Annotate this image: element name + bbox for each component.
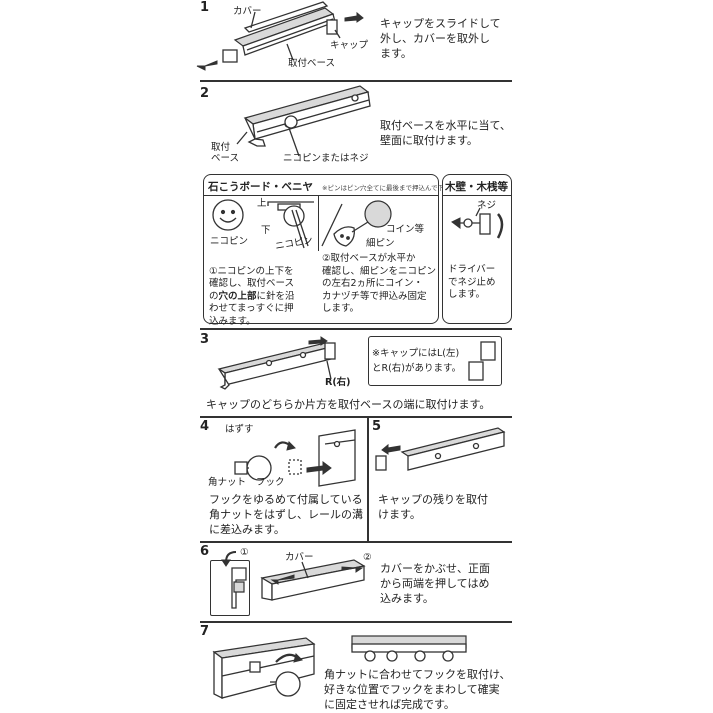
screw-illustration [451,207,504,239]
gypsum-nikopin-label: ニコピン [210,236,249,247]
thin-pin-coin-illustration [321,200,392,247]
step-1-instruction: キャップをスライドして 外し、カバーを取外し ます。 [380,17,501,60]
nikopin-smiley-icon [212,199,244,231]
step-4-remove-label: はずす [225,424,254,435]
step-1-cap-label: キャップ [330,40,369,51]
divider-5 [200,621,512,623]
step-5-number: 5 [372,419,382,434]
step-3-illustration [217,336,336,390]
step-3-note-line-1: ※キャップにはL(左) [372,348,460,359]
step-3-note-line-2: とR(右)があります。 [372,363,462,374]
step-6-cover-label: カバー [285,552,314,563]
step-6-number: 6 [200,544,210,559]
wood-panel-text: ドライバー でネジ止め します。 [448,264,496,300]
step-2-illustration [236,85,371,157]
step-2-number: 2 [200,86,210,101]
gypsum-panel-center-divider [318,195,319,251]
gypsum-step1-text-pre: ①ニコピンの上下を 確認し、取付ベース の [209,265,295,302]
step-4-illustration [234,429,356,487]
step-1-base-label: 取付ベース [288,58,336,69]
step-6-marker-2: ② [363,552,372,563]
step-6-instruction: カバーをかぶせ、正面 から両端を押してはめ 込みます。 [380,562,490,605]
step-1-cover-label: カバー [233,6,262,17]
step-3-instruction: キャップのどちらか片方を取付ベースの端に取付けます。 [206,398,491,411]
step-2-instruction: 取付ベースを水平に当て、 壁面に取付けます。 [380,119,511,147]
step-6-marker-1: ① [240,547,249,558]
gypsum-thin-pin-label: 細ピン [366,238,395,249]
step-4-instruction: フックをゆるめて付属している 角ナットをはずし、レールの溝 に差込みます。 [209,493,363,536]
gypsum-up-label: 上 [257,198,267,209]
step-2-base-label: 取付 ベース [211,142,240,164]
wood-panel-title: 木壁・木桟等 [445,181,508,193]
step-1-illustration [196,1,364,71]
step-4-nut-label: 角ナット [208,477,247,488]
step-5-illustration [375,427,506,471]
gypsum-board-panel [203,174,439,324]
step-3-right-cap-label: R(右) [325,377,351,388]
gypsum-down-label: 下 [261,225,271,236]
gypsum-step1-text: ①ニコピンの上下を 確認し、取付ベース の穴の上部に針を沿 わせてまっすぐに押 … [209,253,295,328]
divider-1 [200,80,512,82]
step-5-instruction: キャップの残りを取付 けます。 [378,493,488,521]
nikopin-side-illustration [267,201,314,249]
step-1-number: 1 [200,0,210,15]
step-4-5-divider [367,418,369,542]
wood-wall-panel [442,174,512,324]
gypsum-panel-title: 石こうボード・ベニヤ [208,181,313,193]
gypsum-coin-label: コイン等 [386,224,425,235]
gypsum-step1-text-bold: 穴の上部 [218,290,257,302]
step-4-number: 4 [200,419,210,434]
step-2-pin-label: ニコピンまたはネジ [283,153,369,164]
step-7-finished-illustration [351,635,467,662]
step-7-instruction: 角ナットに合わせてフックを取付け、 好きな位置でフックをまわして確実 に固定させ… [324,668,511,711]
step-6-illustration [260,559,366,601]
gypsum-step1-text-post: に針を沿 わせてまっすぐに押 込みます。 [209,290,295,327]
step-3-number: 3 [200,332,210,347]
step-7-number: 7 [200,624,210,639]
step-4-hook-label: フック [256,477,285,488]
wood-panel-title-rule [443,195,511,196]
wood-screw-label: ネジ [477,200,497,211]
step-6-profile-illustration [221,551,247,609]
divider-3 [200,416,512,418]
divider-4 [200,541,512,543]
cap-lr-icon [468,341,496,381]
gypsum-panel-title-rule [204,195,438,196]
gypsum-panel-note: ※ピンはピン穴全てに最後まで押込んで下さい。 [322,184,464,192]
divider-2 [200,328,512,330]
step-7-rail-illustration [212,637,316,700]
gypsum-step2-text: ②取付ベースが水平か 確認し、細ピンをニコピン の左右2ヵ所にコイン・ カナヅチ… [322,253,437,314]
